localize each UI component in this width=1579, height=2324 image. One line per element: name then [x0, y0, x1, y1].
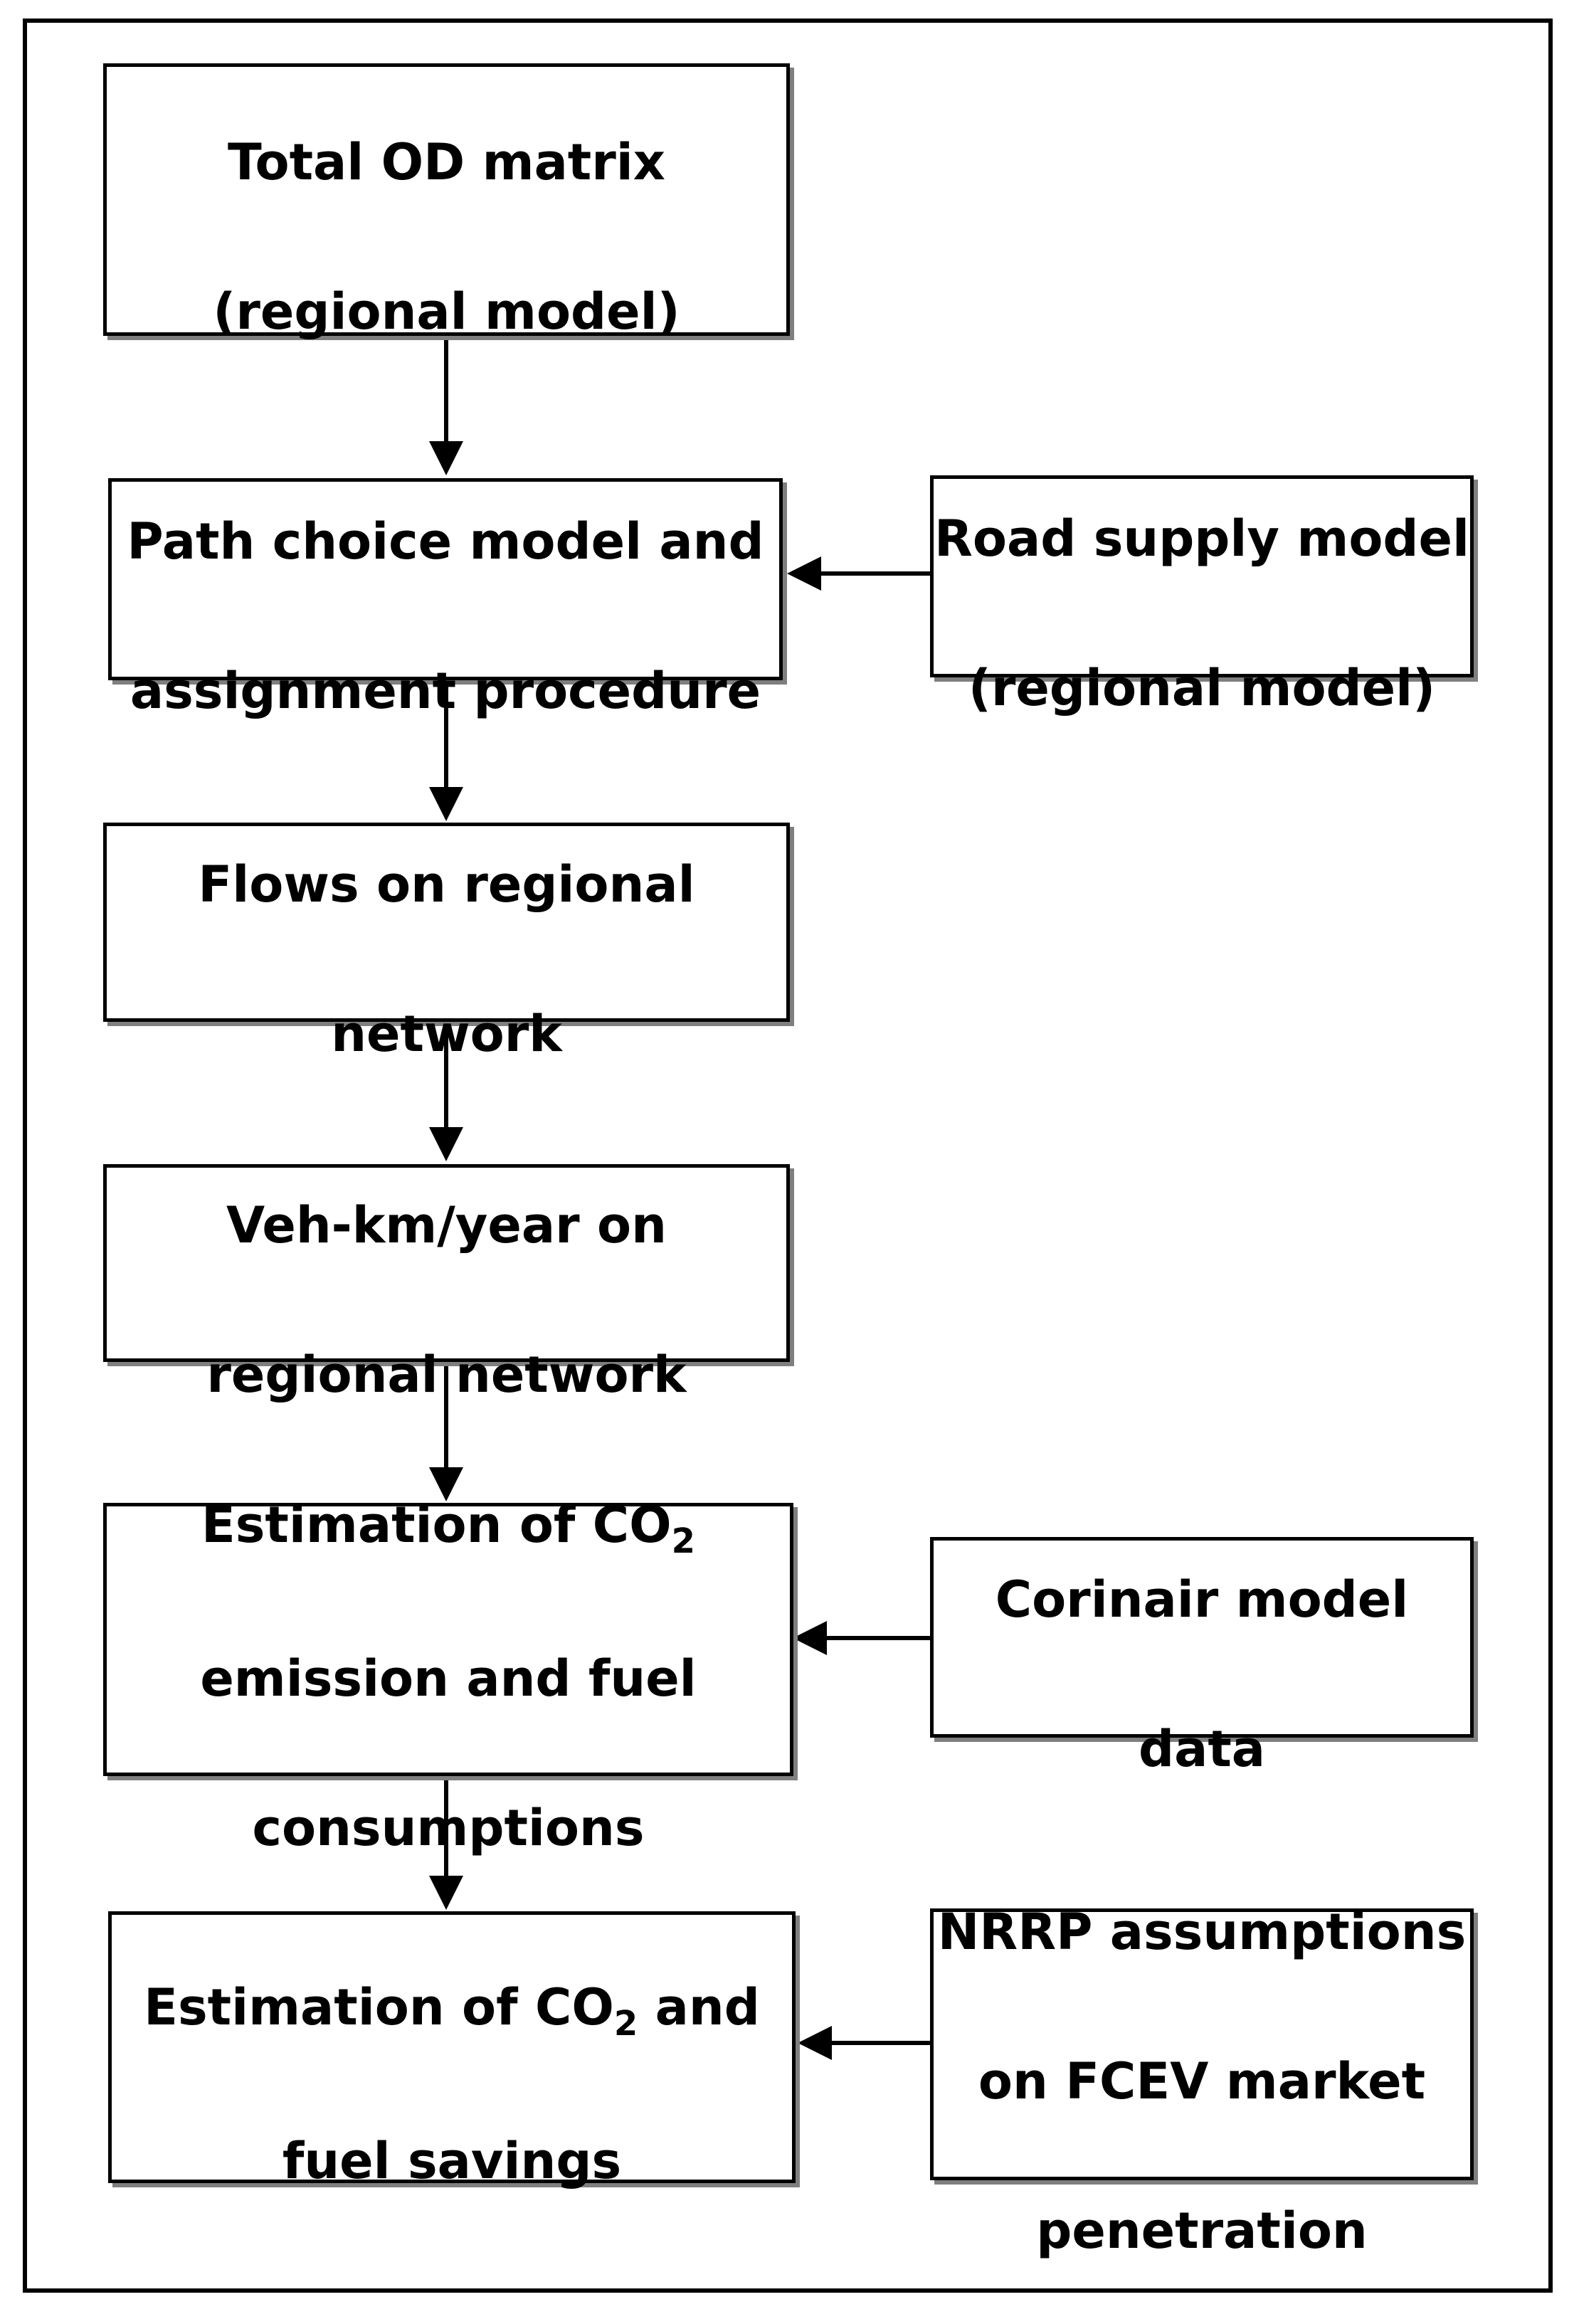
- box-veh-km-line1: Veh-km/year on: [226, 1196, 667, 1255]
- box-path-choice-line2: assignment procedure: [130, 662, 761, 720]
- box-estimation-co2-line1: Estimation of CO2: [201, 1496, 696, 1561]
- box-nrrp-line3: penetration: [1036, 2202, 1368, 2260]
- box-veh-km: Veh-km/year on regional network: [103, 1164, 790, 1404]
- box-nrrp-line2: on FCEV market: [978, 2052, 1426, 2111]
- box-estimation-savings-line2: fuel savings: [282, 2132, 622, 2190]
- box-flows-line2: network: [331, 1005, 562, 1063]
- box-estimation-co2: Estimation of CO2 emission and fuel cons…: [103, 1496, 793, 1857]
- box-flows: Flows on regional network: [103, 823, 790, 1063]
- box-corinair: Corinair model data: [930, 1537, 1474, 1778]
- box-total-od-matrix: Total OD matrix (regional model): [103, 63, 790, 341]
- box-path-choice-line1: Path choice model and: [127, 512, 764, 571]
- box-estimation-co2-line2: emission and fuel: [200, 1649, 697, 1708]
- box-nrrp: NRRP assumptions on FCEV market penetrat…: [930, 1903, 1474, 2260]
- box-road-supply-line2: (regional model): [968, 659, 1436, 717]
- box-nrrp-line1: NRRP assumptions: [937, 1903, 1467, 1961]
- box-estimation-savings: Estimation of CO2 and fuel savings: [108, 1911, 796, 2190]
- box-total-od-line1: Total OD matrix: [228, 132, 665, 191]
- box-road-supply-line1: Road supply model: [934, 509, 1470, 568]
- box-path-choice: Path choice model and assignment procedu…: [108, 478, 783, 720]
- box-estimation-savings-line1: Estimation of CO2 and: [144, 1978, 760, 2044]
- box-veh-km-line2: regional network: [206, 1346, 687, 1404]
- box-estimation-co2-line3: consumptions: [252, 1799, 645, 1857]
- box-corinair-line2: data: [1138, 1720, 1266, 1778]
- box-corinair-line1: Corinair model: [995, 1570, 1409, 1629]
- box-flows-line1: Flows on regional: [198, 855, 695, 914]
- box-road-supply: Road supply model (regional model): [930, 475, 1474, 717]
- diagram-frame: [23, 19, 1553, 2293]
- box-total-od-line2: (regional model): [213, 282, 680, 341]
